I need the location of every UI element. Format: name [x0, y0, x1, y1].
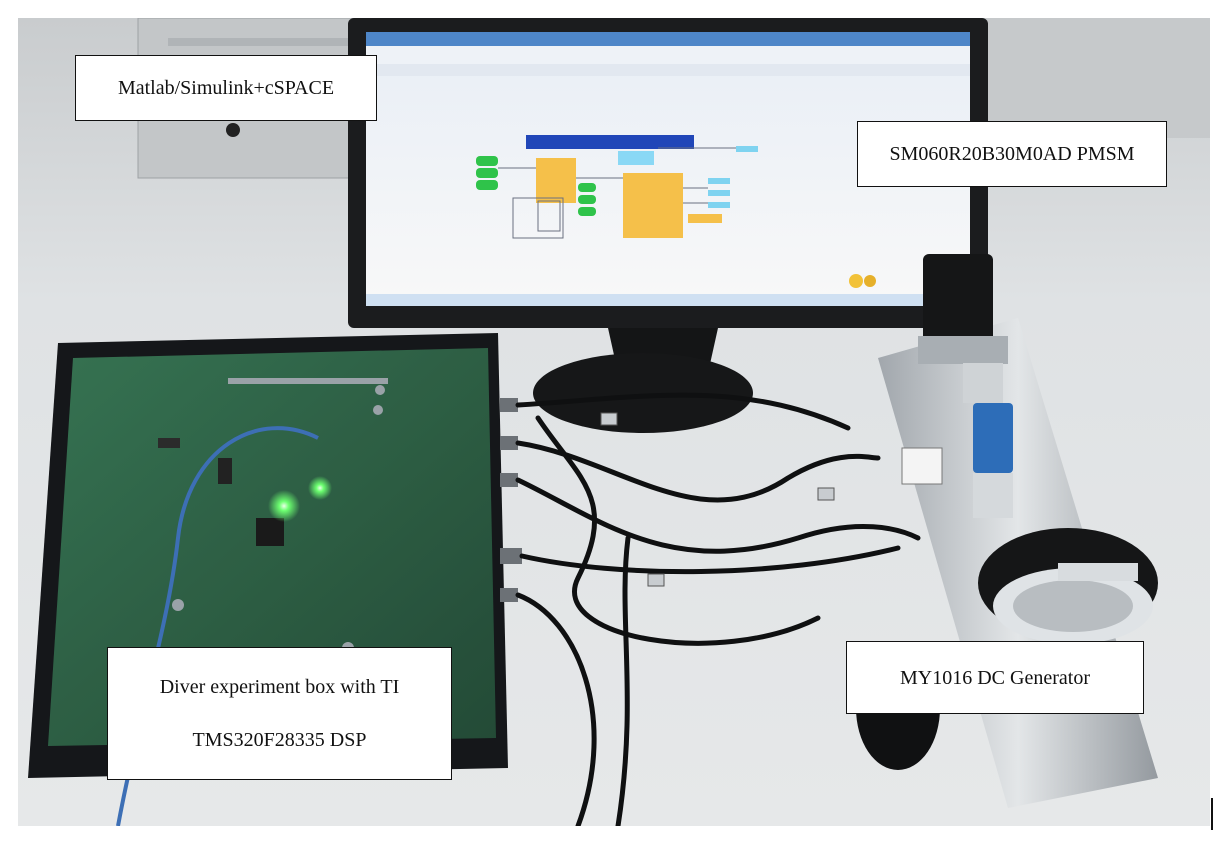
signal-cables — [515, 392, 921, 826]
dc-generator-label: MY1016 DC Generator — [846, 641, 1144, 714]
driver-box-label-line-2: TMS320F28335 DSP — [192, 729, 367, 752]
led-green-1 — [268, 490, 300, 522]
driver-box-label-line-1: Diver experiment box with TI — [159, 675, 400, 698]
monitor-base — [533, 353, 753, 433]
simulink-subsystem-1 — [536, 158, 576, 203]
dc-generator-label-text: MY1016 DC Generator — [900, 666, 1090, 689]
driver-box-label: Diver experiment box with TI TMS320F2833… — [107, 647, 452, 780]
led-green-2 — [308, 476, 332, 500]
rail-label-plate — [901, 447, 943, 485]
case-knob — [226, 123, 240, 137]
pmsm-motor-label-text: SM060R20B30M0AD PMSM — [889, 143, 1135, 165]
matlab-simulink-label: Matlab/Simulink+cSPACE — [75, 55, 377, 121]
dsp-chip — [256, 518, 284, 546]
pmsm-motor-label: SM060R20B30M0AD PMSM — [857, 121, 1167, 187]
test-bench-photo: Matlab/Simulink+cSPACE SM060R20B30M0AD P… — [18, 18, 1210, 826]
simulink-title-banner — [526, 135, 694, 149]
monitor — [348, 18, 988, 433]
matlab-simulink-label-text: Matlab/Simulink+cSPACE — [117, 77, 335, 99]
blue-coupling — [973, 403, 1013, 473]
simulink-subsystem-2 — [623, 173, 683, 238]
pmsm-motor — [923, 254, 993, 344]
frame-edge-mark — [1211, 798, 1213, 830]
simulink-green-blocks — [476, 156, 596, 216]
monitor-taskbar — [366, 294, 970, 306]
